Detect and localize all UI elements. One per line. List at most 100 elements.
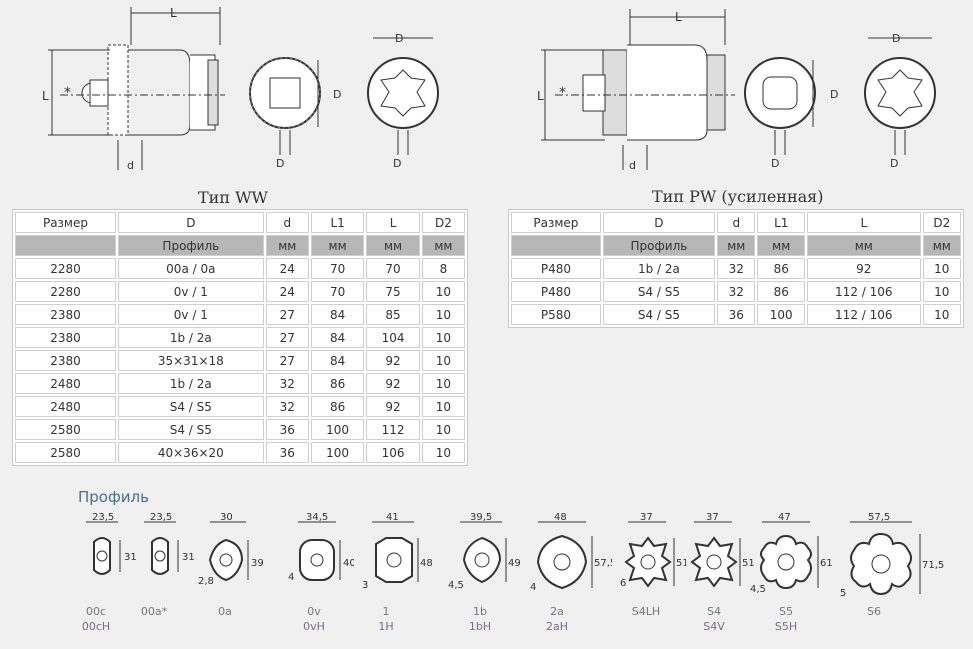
svg-text:D: D [393,157,401,170]
table-cell: 112 / 106 [807,304,921,325]
svg-text:L: L [170,6,177,20]
table-cell: 92 [807,258,921,279]
svg-text:47: 47 [778,512,791,523]
table-header-row: Размер D d L1 L D2 [15,212,465,233]
table-cell: 10 [421,419,465,440]
profile-s6-label: S6 [844,604,904,619]
table-cell: 85 [366,304,420,325]
table-cell: 100 [310,419,365,440]
table-cell: S4 / S5 [117,396,264,417]
unit-cell: мм [265,235,309,256]
table-cell: 86 [310,373,365,394]
table-cell: P480 [511,258,601,279]
profile-0a-shape: 30 39 2,8 [198,512,264,587]
table-cell: 10 [421,281,465,302]
profile-0v-shape: 34,5 40 4 [288,512,354,583]
table-cell: 10 [421,442,465,463]
table-cell: 92 [366,373,420,394]
unit-cell: Профиль [602,235,716,256]
table-units-row: Профиль мм мм мм мм [15,235,465,256]
table-cell: 100 [310,442,365,463]
hub-section-pw-2: D D [864,32,936,170]
table-cell: 2380 [15,327,116,348]
hub-section-pw-1: D D [744,57,838,170]
svg-text:D: D [333,88,341,101]
table-cell: 0v / 1 [117,304,264,325]
table-cell: 70 [366,258,420,279]
profile-1b-shape: 39,5 49 4,5 [448,512,521,591]
table-cell: 10 [922,258,961,279]
table-cell: 27 [265,327,309,348]
table-cell: 0v / 1 [117,281,264,302]
table-cell: 86 [310,396,365,417]
table-cell: 106 [366,442,420,463]
table-cell: 84 [310,327,365,348]
profile-s6-shape: 57,5 71,5 5 [840,512,944,599]
yoke-drawing-ww: L L * d [42,6,225,172]
svg-text:37: 37 [706,512,719,523]
profile-code-h: 1bH [468,620,492,633]
col-header: Размер [15,212,116,233]
svg-text:D: D [276,157,284,170]
table-cell: 1b / 2a [117,373,264,394]
table-cell: 36 [265,442,309,463]
table-cell: 1b / 2a [117,327,264,348]
svg-text:4,5: 4,5 [750,584,766,595]
svg-text:2,8: 2,8 [198,576,214,587]
svg-text:L: L [675,10,682,24]
svg-text:*: * [559,85,566,101]
table-cell: 2280 [15,281,116,302]
profile-s4lh-shape: 37 51 6 [620,512,686,589]
table-cell: 2380 [15,304,116,325]
col-header: L [807,212,921,233]
unit-cell: мм [366,235,420,256]
table-cell: 10 [922,281,961,302]
unit-cell: мм [757,235,805,256]
table-cell: 2280 [15,258,116,279]
table-cell: 70 [310,281,365,302]
table-cell: 10 [421,373,465,394]
svg-text:3: 3 [362,580,368,591]
unit-cell: мм [922,235,961,256]
svg-text:39: 39 [251,558,264,569]
profile-2a-shape: 48 57,5 4 [530,512,612,593]
table-cell: 2580 [15,419,116,440]
svg-text:31: 31 [182,552,195,563]
table-cell: 8 [421,258,465,279]
table-cell: P580 [511,304,601,325]
svg-text:51: 51 [742,558,754,569]
table-cell: 2580 [15,442,116,463]
table-cell: 86 [757,281,805,302]
svg-text:49: 49 [508,558,521,569]
table-cell: P480 [511,281,601,302]
table-cell: 24 [265,281,309,302]
profile-00c-label: 00c 00cH [66,604,126,634]
svg-text:D: D [395,32,403,45]
unit-cell [511,235,601,256]
table-cell: 75 [366,281,420,302]
table-cell: 2480 [15,373,116,394]
col-header: D2 [922,212,961,233]
table-cell: 32 [265,396,309,417]
svg-text:39,5: 39,5 [470,512,492,523]
profile-s5-label: S5 S5H [756,604,816,634]
table-cell: 36 [717,304,756,325]
title-pw: Тип PW (усиленная) [652,187,824,206]
table-cell: 35×31×18 [117,350,264,371]
col-header: D [602,212,716,233]
table-cell: 100 [757,304,805,325]
svg-text:L: L [42,89,49,103]
profile-code: 00a* [140,605,168,618]
table-cell: 27 [265,350,309,371]
profile-code-h: 2aH [545,620,568,633]
table-cell: 24 [265,258,309,279]
table-cell: 92 [366,350,420,371]
profile-s4lh-label: S4LH [616,604,676,619]
svg-text:D: D [892,32,900,45]
